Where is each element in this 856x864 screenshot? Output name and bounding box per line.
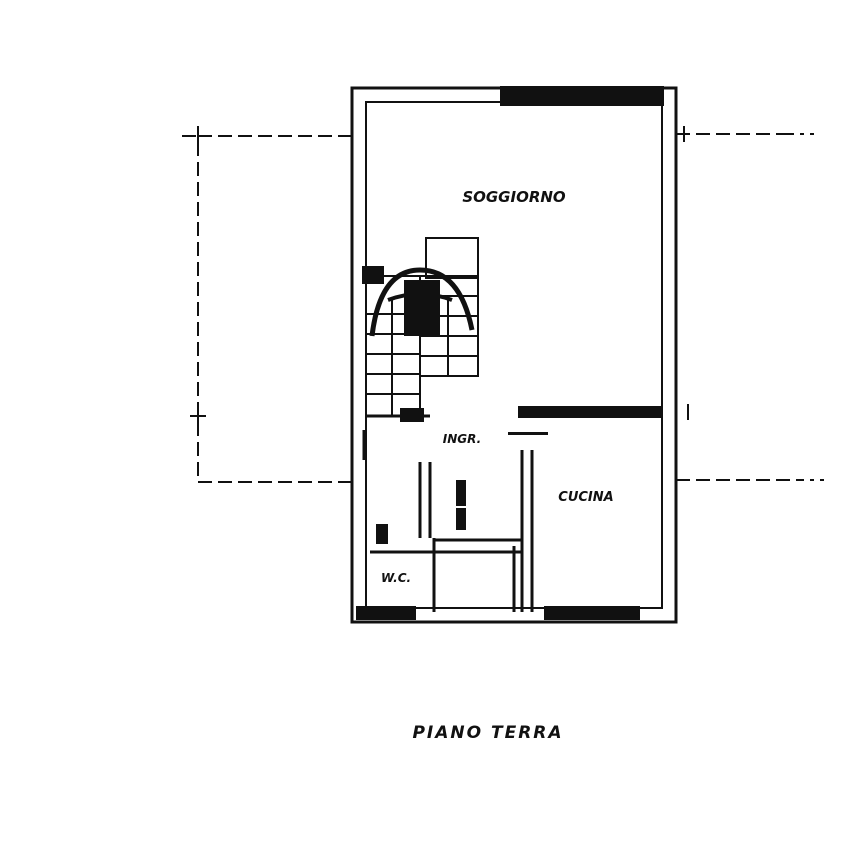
stair-dark-core	[362, 266, 440, 422]
detail-marks	[376, 432, 548, 544]
floor-title: PIANO TERRA	[412, 723, 563, 743]
room-label-living: SOGGIORNO	[462, 188, 566, 206]
boundary-markers	[190, 126, 689, 424]
dashed-site-boundary	[182, 133, 830, 483]
room-label-kitchen: CUCINA	[558, 490, 613, 505]
staircase	[365, 237, 479, 417]
window-segments	[356, 86, 664, 620]
room-label-hall: INGR.	[443, 432, 481, 446]
room-label-wc: W.C.	[381, 571, 411, 585]
